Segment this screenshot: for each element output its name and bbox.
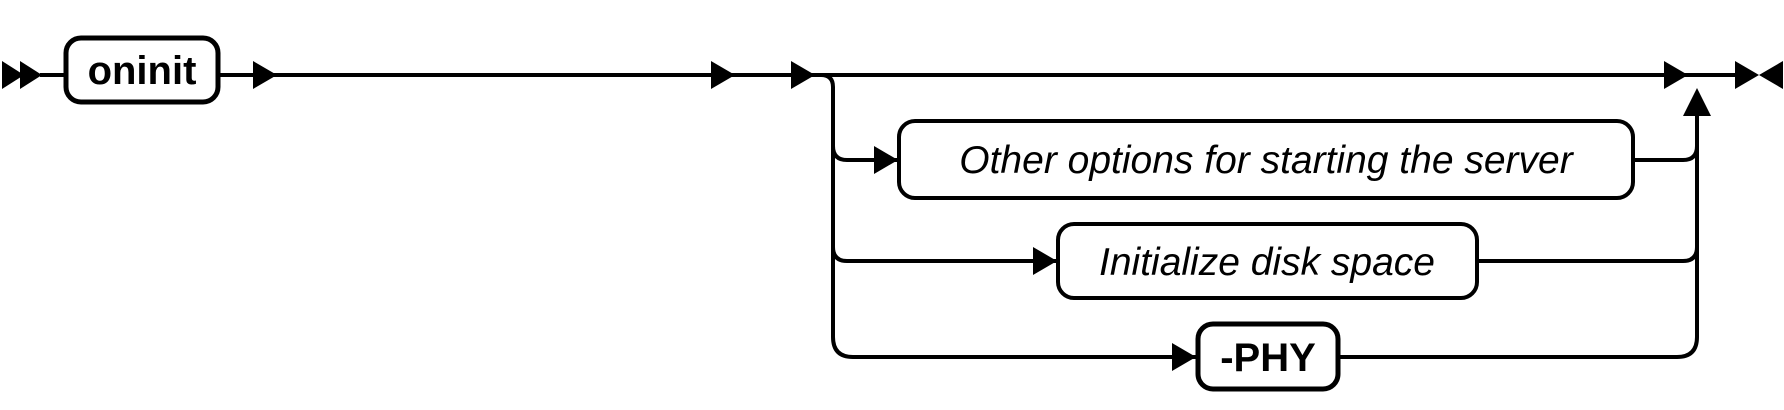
other-options-fragment-label: Other options for starting the server xyxy=(959,139,1574,182)
branch1-entry-line xyxy=(831,145,898,162)
oninit-keyword-label: oninit xyxy=(88,49,197,93)
branch1-exit-line xyxy=(1633,145,1699,162)
rail-arrowheads xyxy=(253,61,1711,371)
arrowhead-right-icon xyxy=(1172,343,1196,371)
phy-keyword-node: -PHY xyxy=(1195,321,1341,392)
branch2-exit-line xyxy=(1477,246,1699,263)
phy-keyword-box xyxy=(1195,321,1341,392)
arrowhead-up-icon xyxy=(1683,88,1711,116)
oninit-keyword-node: oninit xyxy=(63,35,221,105)
branch3-exit-line xyxy=(1338,336,1699,359)
arrowhead-right-icon xyxy=(791,61,815,89)
start-arrow-1-icon xyxy=(2,61,24,89)
start-arrow-2-icon xyxy=(20,61,42,89)
initialize-disk-space-fragment-node: Initialize disk space xyxy=(1056,222,1479,300)
other-options-fragment-box xyxy=(897,119,1635,200)
end-arrow-right-icon xyxy=(1735,61,1759,89)
end-arrow-left-icon xyxy=(1759,61,1783,89)
diagram-start-icon xyxy=(2,61,42,89)
diagram-end-icon xyxy=(1735,61,1783,89)
branch-split-spine-line xyxy=(820,73,1196,359)
other-options-fragment-node: Other options for starting the server xyxy=(897,119,1635,200)
arrowhead-right-icon xyxy=(711,61,735,89)
arrowhead-right-icon xyxy=(1033,247,1057,275)
arrowhead-right-icon xyxy=(253,61,277,89)
oninit-keyword-box xyxy=(63,35,221,105)
arrowhead-right-icon xyxy=(874,146,898,174)
phy-keyword-label: -PHY xyxy=(1220,336,1316,380)
branch2-entry-line xyxy=(831,246,1057,263)
arrowhead-right-icon xyxy=(1664,61,1688,89)
rail-lines xyxy=(40,73,1735,359)
initialize-disk-space-fragment-label: Initialize disk space xyxy=(1099,241,1435,284)
initialize-disk-space-fragment-box xyxy=(1056,222,1479,300)
